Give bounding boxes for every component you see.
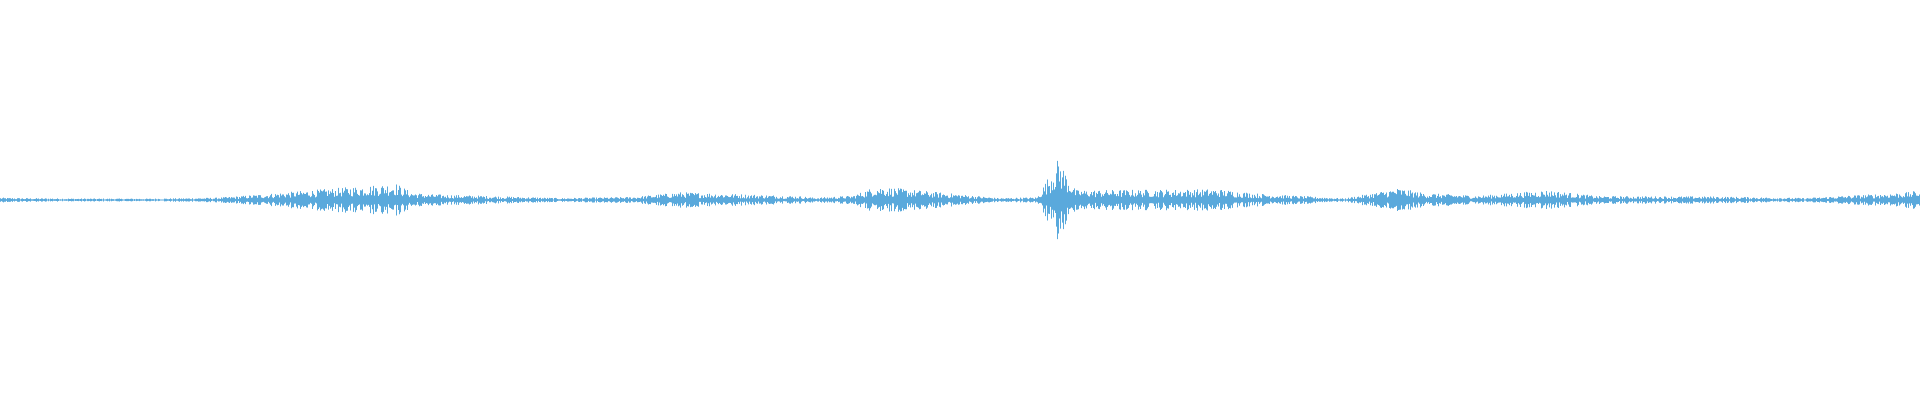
waveform-samples: [0, 160, 1920, 240]
waveform-path: [0, 160, 1920, 240]
